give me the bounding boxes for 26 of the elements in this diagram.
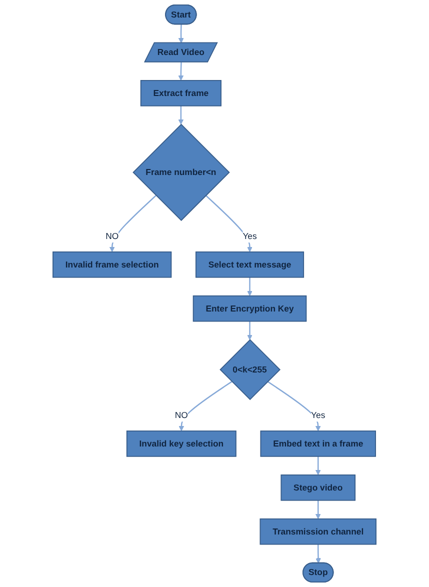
node-box: Invalid frame selection: [52, 251, 172, 278]
node-box: Embed text in a frame: [260, 430, 376, 457]
node-box: Transmission channel: [260, 518, 376, 545]
node-box: Select text message: [196, 251, 304, 278]
arrow: [178, 381, 232, 432]
arrow: [178, 62, 184, 81]
node-box: Extract frame: [140, 80, 222, 106]
node-diamond: 0<k<255: [220, 339, 281, 400]
edge-label: Yes: [242, 230, 257, 241]
node-box: Enter Encryption Key: [192, 295, 307, 322]
arrow: [247, 321, 252, 340]
arrow: [315, 456, 321, 476]
arrow: [205, 195, 252, 252]
arrow: [109, 195, 156, 252]
arrow: [267, 381, 321, 432]
node-diamond: Frame number<n: [132, 124, 230, 222]
edge-label: Yes: [311, 410, 326, 420]
arrow: [316, 544, 321, 564]
node-box: Invalid key selection: [126, 430, 236, 457]
arrow: [247, 277, 252, 296]
node-box: Stego video: [280, 474, 356, 501]
arrow: [315, 500, 321, 520]
arrow: [178, 24, 184, 44]
edge-label: NO: [174, 410, 188, 420]
edge-label: NO: [106, 230, 119, 241]
arrow: [178, 106, 184, 125]
